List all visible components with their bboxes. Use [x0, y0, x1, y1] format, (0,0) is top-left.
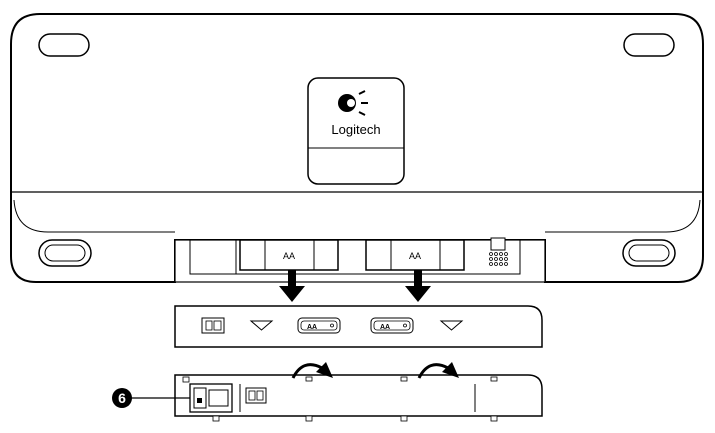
- logo-text: Logitech: [331, 122, 380, 137]
- battery-compartment: AA AA: [175, 238, 545, 282]
- rubber-foot-bottom-left: [39, 240, 91, 266]
- battery-slot-2: AA: [366, 240, 464, 270]
- rubber-foot-top-right: [624, 34, 674, 56]
- battery-label-1: AA: [283, 251, 295, 261]
- rubber-foot-bottom-right: [623, 240, 675, 266]
- cover-battery-label-1: AA: [307, 324, 317, 331]
- usb-receiver-icon: [246, 388, 266, 403]
- usb-receiver-icon: [202, 318, 224, 333]
- usb-receiver-icon: [190, 384, 232, 412]
- rubber-foot-top-left: [39, 34, 89, 56]
- battery-cover: AA AA: [175, 306, 542, 347]
- battery-label-2: AA: [409, 251, 421, 261]
- callout-number: 6: [118, 390, 126, 406]
- battery-slot-1: AA: [240, 240, 338, 270]
- battery-icon: AA: [371, 318, 413, 333]
- battery-icon: AA: [298, 318, 340, 333]
- logo-plate: Logitech: [308, 78, 404, 184]
- cover-battery-label-2: AA: [380, 324, 390, 331]
- battery-cover-inside: [175, 375, 542, 421]
